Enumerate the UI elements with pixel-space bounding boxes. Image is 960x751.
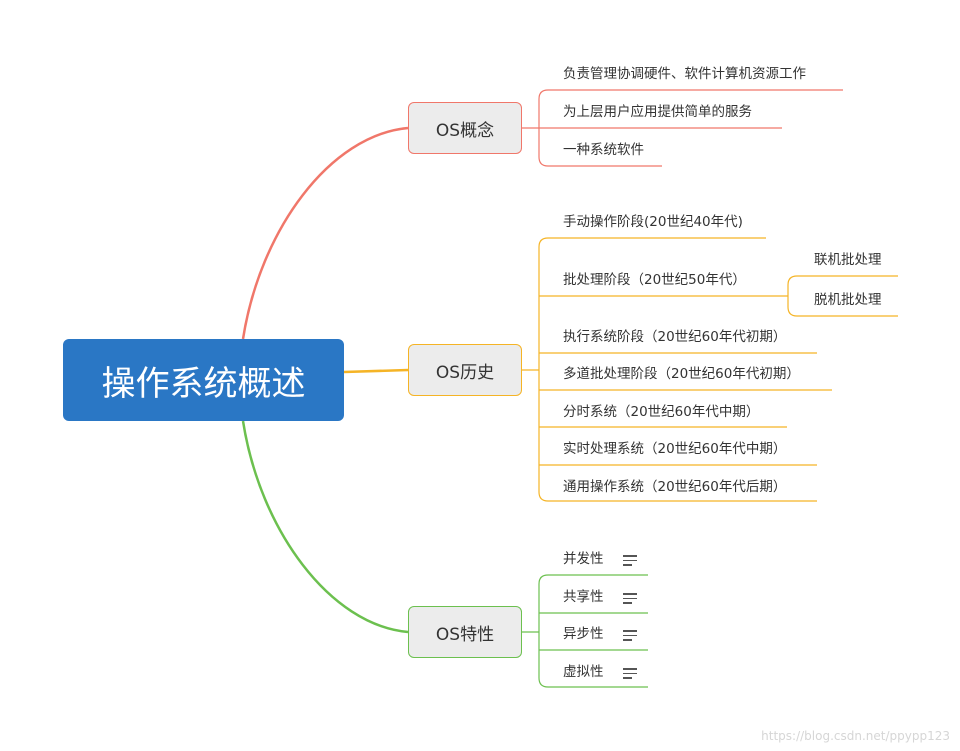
watermark: https://blog.csdn.net/ppypp123 [761,729,950,743]
leaf-history-2-1[interactable]: 联机批处理 [814,252,882,268]
concept-edges [522,89,843,167]
features-edges [522,574,648,688]
leaf-concept-3[interactable]: 一种系统软件 [563,142,644,158]
notes-icon[interactable] [623,555,637,566]
root-node[interactable]: 操作系统概述 [63,339,344,421]
leaf-history-3[interactable]: 执行系统阶段（20世纪60年代初期） [563,329,787,345]
leaf-features-2[interactable]: 共享性 [563,589,604,605]
edge-root-history [343,368,409,374]
leaf-history-2[interactable]: 批处理阶段（20世纪50年代） [563,272,746,288]
leaf-concept-2[interactable]: 为上层用户应用提供简单的服务 [563,104,752,120]
notes-icon[interactable] [623,668,637,679]
leaf-history-2-2[interactable]: 脱机批处理 [814,292,882,308]
leaf-features-1[interactable]: 并发性 [563,551,604,567]
notes-icon[interactable] [623,593,637,604]
leaf-concept-1[interactable]: 负责管理协调硬件、软件计算机资源工作 [563,66,806,82]
leaf-history-4[interactable]: 多道批处理阶段（20世纪60年代初期） [563,366,800,382]
leaf-features-3[interactable]: 异步性 [563,626,604,642]
edge-root-features [241,420,409,634]
topic-os-features[interactable]: OS特性 [408,606,522,658]
leaf-history-6[interactable]: 实时处理系统（20世纪60年代中期） [563,441,787,457]
leaf-features-4[interactable]: 虚拟性 [563,664,604,680]
history-edges [522,237,898,502]
leaf-history-7[interactable]: 通用操作系统（20世纪60年代后期） [563,479,787,495]
notes-icon[interactable] [623,630,637,641]
leaf-history-5[interactable]: 分时系统（20世纪60年代中期） [563,404,760,420]
leaf-history-1[interactable]: 手动操作阶段(20世纪40年代) [563,214,743,230]
edge-root-concept [241,126,409,340]
topic-os-concept[interactable]: OS概念 [408,102,522,154]
topic-os-history[interactable]: OS历史 [408,344,522,396]
